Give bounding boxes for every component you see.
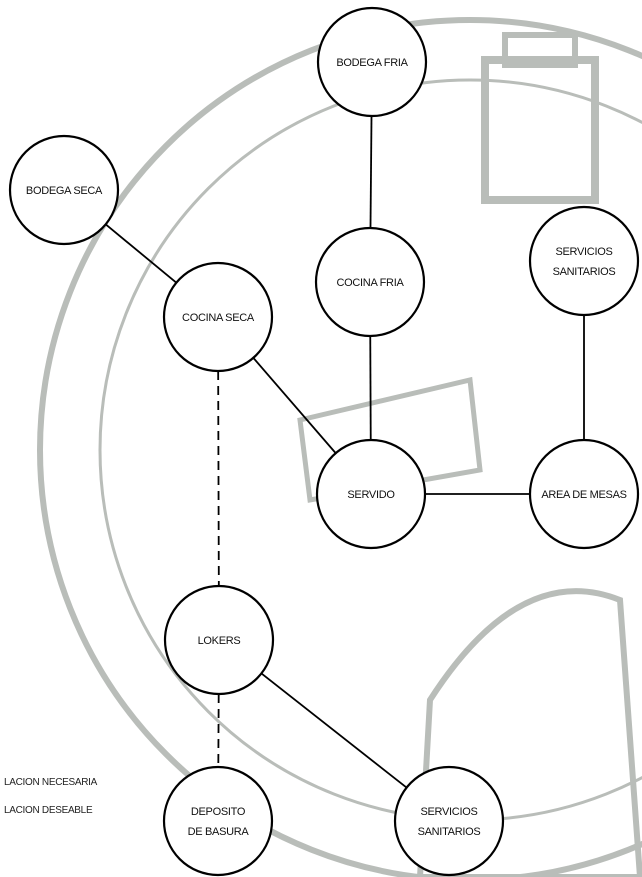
node-area-de-mesas: AREA DE MESAS (528, 438, 640, 550)
node-label: BODEGA FRIA (336, 57, 408, 69)
node-label: SERVIDO (347, 489, 395, 501)
legend: LACION NECESARIA LACION DESEABLE (4, 777, 98, 816)
node-servicios-sanitarios-bottom: SERVICIOS SANITARIOS (393, 765, 505, 877)
nodes-layer: BODEGA FRIA BODEGA SECA COCINA FRIA SERVICI… (8, 6, 640, 877)
node-lokers: LOKERS (163, 584, 275, 696)
edge-bodega-fria-to-cocina-fria (369, 115, 373, 229)
node-circle (393, 765, 505, 877)
node-cocina-seca: COCINA SECA (162, 261, 274, 373)
node-circle (314, 226, 426, 338)
node-circle (315, 438, 427, 550)
node-servicios-sanitarios-top: SERVICIOS SANITARIOS (528, 205, 640, 317)
node-circle (162, 261, 274, 373)
node-label: SERVICIOS (420, 806, 477, 818)
node-bodega-seca: BODEGA SECA (8, 134, 120, 246)
node-label: AREA DE MESAS (541, 489, 626, 501)
edge-cocina-seca-to-lokers (217, 370, 220, 587)
edge-bodega-seca-to-cocina-seca (105, 223, 177, 284)
node-circle (528, 205, 640, 317)
edge-lokers-to-servicios-sanitarios-bottom (260, 672, 408, 789)
legend-deseable: LACION DESEABLE (4, 805, 93, 816)
edges-layer (105, 115, 585, 789)
edge-cocina-seca-to-servido (252, 357, 337, 454)
node-label: COCINA SECA (182, 312, 255, 324)
node-circle (8, 134, 120, 246)
watermark-seal (37, 17, 642, 877)
node-circle (163, 584, 275, 696)
node-label: SANITARIOS (553, 266, 616, 278)
node-circle (162, 765, 274, 877)
node-label: DE BASURA (188, 826, 250, 838)
node-cocina-fria: COCINA FRIA (314, 226, 426, 338)
node-label: BODEGA SECA (26, 185, 103, 197)
node-servido: SERVIDO (315, 438, 427, 550)
node-label: SANITARIOS (418, 826, 481, 838)
node-label: LOKERS (198, 635, 241, 647)
node-circle (528, 438, 640, 550)
node-label: DEPOSITO (191, 806, 246, 818)
node-label: SERVICIOS (555, 246, 612, 258)
node-deposito-de-basura: DEPOSITO DE BASURA (162, 765, 274, 877)
node-circle (316, 6, 428, 118)
node-label: COCINA FRIA (337, 277, 405, 289)
legend-necesaria: LACION NECESARIA (4, 777, 98, 788)
node-bodega-fria: BODEGA FRIA (316, 6, 428, 118)
